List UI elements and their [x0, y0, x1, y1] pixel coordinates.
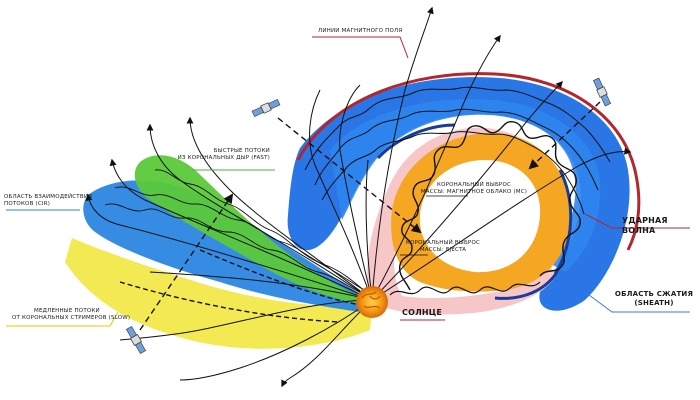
fast-stream-label: БЫСТРЫЕ ПОТОКИ ИЗ КОРОНАЛЬНЫХ ДЫР (FAST) — [160, 148, 270, 162]
flux-rope-coil — [398, 120, 581, 291]
sun-icon — [356, 286, 388, 318]
magnetic-cloud-region — [391, 132, 571, 292]
sheath-rim — [376, 123, 456, 160]
shock-wave — [296, 72, 641, 251]
stream-boundary-dashed-2 — [199, 249, 361, 306]
magnetic-cloud-label-line2: МАССЫ: МАГНИТНОЕ ОБЛАКО (MC) — [420, 189, 528, 195]
magnetic-cloud-label-line1: КОРОНАЛЬНЫЙ ВЫБРОС — [436, 182, 512, 188]
field-lines-sheath — [304, 86, 611, 215]
magnetic-cloud-label: КОРОНАЛЬНЫЙ ВЫБРОС МАССЫ: МАГНИТНОЕ ОБЛА… — [414, 182, 534, 196]
slow-stream-label: МЕДЛЕННЫЕ ПОТОКИ ОТ КОРОНАЛЬНЫХ СТРИМЕРО… — [12, 308, 130, 322]
outgoing-field-arrows — [371, 6, 632, 301]
ejecta-field-line — [389, 281, 541, 296]
cir-label: ОБЛАСТЬ ВЗАИМОДЕЙСТВИЯ ПОТОКОВ (CIR) — [4, 194, 92, 208]
sheath-label-line1: ОБЛАСТЬ СЖАТИЯ — [614, 290, 694, 298]
satellite-icon — [251, 98, 281, 118]
ejecta-label-line2: МАССЫ: EJECTA — [419, 247, 467, 253]
fast-stream-label-line2: ИЗ КОРОНАЛЬНЫХ ДЫР (FAST) — [177, 155, 270, 161]
satellite-icon — [125, 325, 147, 355]
sheath-label-line2: (SHEATH) — [634, 299, 674, 307]
shock-wave-label: УДАРНАЯ ВОЛНА — [622, 216, 668, 235]
stream-boundary-dashed — [119, 281, 341, 323]
ejecta-label-line1: КОРОНАЛЬНЫЙ ВЫБРОС — [405, 240, 481, 246]
sheath-rim-right — [494, 169, 573, 300]
satellite-trajectories — [139, 101, 601, 331]
sheath-label: ОБЛАСТЬ СЖАТИЯ (SHEATH) — [612, 290, 696, 308]
field-lines-label: ЛИНИИ МАГНИТНОГО ПОЛЯ — [318, 28, 403, 34]
slow-stream-label-line1: МЕДЛЕННЫЕ ПОТОКИ — [34, 308, 100, 314]
satellite-icon — [592, 77, 612, 107]
fast-stream-region — [134, 155, 366, 304]
slow-stream-label-line2: ОТ КОРОНАЛЬНЫХ СТРИМЕРОВ (SLOW) — [12, 315, 131, 321]
slow-stream-region — [65, 238, 372, 349]
inner-sheath-band — [330, 99, 601, 272]
ejecta-label: КОРОНАЛЬНЫЙ ВЫБРОС МАССЫ: EJECTA — [398, 240, 488, 254]
cir-label-line2: ПОТОКОВ (CIR) — [4, 201, 51, 207]
sun-label: СОЛНЦЕ — [402, 308, 443, 317]
leader-lines — [6, 36, 690, 327]
fast-stream-label-line1: БЫСТРЫЕ ПОТОКИ — [213, 148, 270, 154]
stream-wavy-lines — [104, 169, 367, 296]
cir-label-line1: ОБЛАСТЬ ВЗАИМОДЕЙСТВИЯ — [4, 194, 93, 200]
